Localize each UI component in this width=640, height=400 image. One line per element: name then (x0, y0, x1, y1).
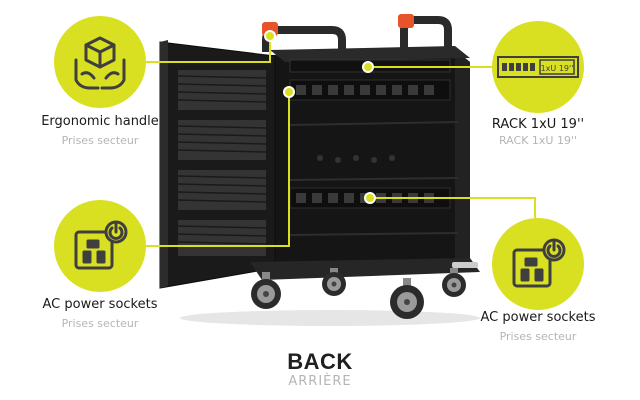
power-socket-icon (74, 220, 128, 270)
caster-wheel (251, 272, 281, 309)
power-socket-icon (512, 238, 566, 288)
left-sockets-label: AC power sockets (42, 297, 158, 312)
cable-holes (317, 155, 395, 163)
upper-socket-row (289, 79, 451, 101)
charging-cart (159, 14, 480, 326)
caster-wheel (442, 268, 466, 297)
callout-rack: 1xU 19'' (492, 21, 584, 113)
view-subtitle: ARRIÈRE (288, 374, 352, 389)
callout-lines (142, 36, 536, 247)
caster-wheel (390, 278, 424, 319)
right-handle (398, 14, 452, 52)
callout-dots (264, 30, 376, 204)
handle-grip-orange (398, 14, 414, 28)
cart-shadow (180, 310, 480, 326)
callout-handle (54, 16, 146, 108)
callout-left-sockets (54, 200, 146, 292)
handle-label: Ergonomic handle (41, 114, 159, 129)
callout-right-sockets (492, 218, 584, 310)
rack-unit-text: 1xU 19'' (541, 64, 574, 73)
right-sockets-sublabel: Prises secteur (499, 330, 577, 343)
caster-wheel (322, 268, 346, 296)
right-sockets-label: AC power sockets (480, 310, 596, 325)
brake-pedal (452, 262, 478, 268)
view-title: BACK (287, 349, 353, 374)
handle-sublabel: Prises secteur (61, 134, 139, 147)
hands-with-box-icon (74, 36, 126, 90)
open-rear-door (159, 40, 276, 289)
rack-unit-icon: 1xU 19'' (497, 56, 579, 78)
rack-label: RACK 1xU 19'' (491, 117, 585, 132)
rack-sublabel: RACK 1xU 19'' (498, 134, 578, 147)
left-sockets-sublabel: Prises secteur (61, 317, 139, 330)
cart-body (270, 50, 470, 275)
